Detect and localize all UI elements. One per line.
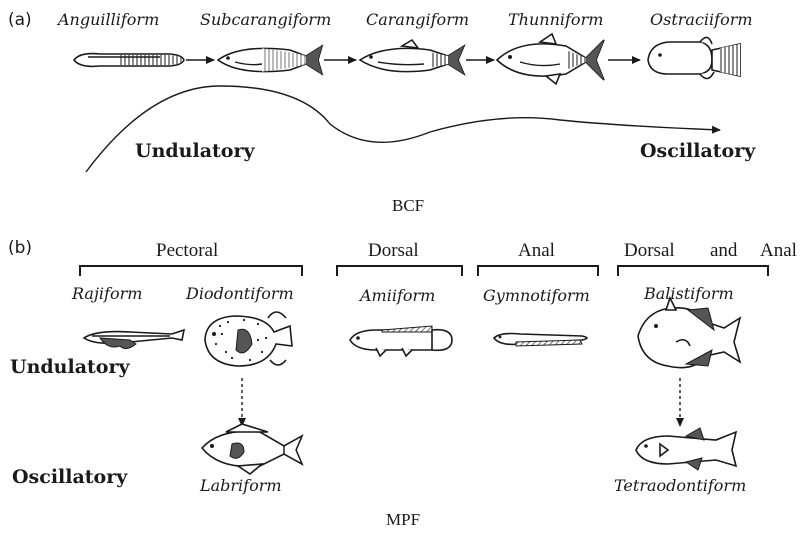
fish-gymnotiform bbox=[494, 334, 587, 347]
fish-tetraodontiform bbox=[636, 428, 736, 470]
fish-balistiform bbox=[638, 298, 740, 368]
panel-b-tag: (b) bbox=[8, 238, 32, 258]
bcf-oscillatory-label: Oscillatory bbox=[640, 140, 755, 162]
mode-anguilliform-label: Anguilliform bbox=[58, 10, 159, 29]
mpf-undulatory-row-label: Undulatory bbox=[10, 356, 130, 378]
fish-rajiform bbox=[84, 330, 184, 349]
mode-labriform-label: Labriform bbox=[200, 476, 282, 495]
bcf-undulatory-label: Undulatory bbox=[135, 140, 255, 162]
bracket-pectoral bbox=[80, 266, 302, 276]
bcf-caption: BCF bbox=[392, 196, 424, 216]
mode-rajiform-label: Rajiform bbox=[72, 284, 142, 303]
mpf-caption: MPF bbox=[386, 510, 420, 530]
fish-ostraciiform bbox=[648, 37, 740, 78]
mode-balistiform-label: Balistiform bbox=[644, 284, 734, 303]
fish-diodontiform bbox=[205, 312, 292, 366]
mode-subcarangiform-label: Subcarangiform bbox=[200, 10, 331, 29]
mode-ostraciiform-label: Ostraciiform bbox=[650, 10, 753, 29]
bracket-dorsal bbox=[337, 266, 462, 276]
mpf-oscillatory-row-label: Oscillatory bbox=[12, 466, 127, 488]
group-anal-label: Anal bbox=[518, 240, 555, 262]
group-dorsal-and-anal-word2: and bbox=[710, 240, 737, 262]
mode-gymnotiform-label: Gymnotiform bbox=[483, 286, 590, 305]
mode-amiiform-label: Amiiform bbox=[360, 286, 435, 305]
fish-anguilliform bbox=[74, 54, 184, 67]
fish-amiiform bbox=[350, 326, 452, 356]
fish-carangiform bbox=[360, 40, 464, 74]
panel-a-tag: (a) bbox=[8, 10, 32, 30]
mode-diodontiform-label: Diodontiform bbox=[186, 284, 294, 303]
fish-subcarangiform bbox=[218, 46, 322, 74]
group-dorsal-and-anal-word1: Dorsal bbox=[624, 240, 675, 262]
bracket-anal bbox=[478, 266, 598, 276]
mode-tetraodontiform-label: Tetraodontiform bbox=[614, 476, 746, 495]
group-pectoral-label: Pectoral bbox=[156, 240, 218, 262]
fish-labriform bbox=[202, 424, 302, 474]
group-dorsal-label: Dorsal bbox=[368, 240, 419, 262]
fish-thunniform bbox=[497, 34, 604, 84]
mode-carangiform-label: Carangiform bbox=[366, 10, 469, 29]
group-dorsal-and-anal-word3: Anal bbox=[760, 240, 797, 262]
bracket-dorsal-and-anal bbox=[618, 266, 768, 276]
mode-thunniform-label: Thunniform bbox=[508, 10, 603, 29]
